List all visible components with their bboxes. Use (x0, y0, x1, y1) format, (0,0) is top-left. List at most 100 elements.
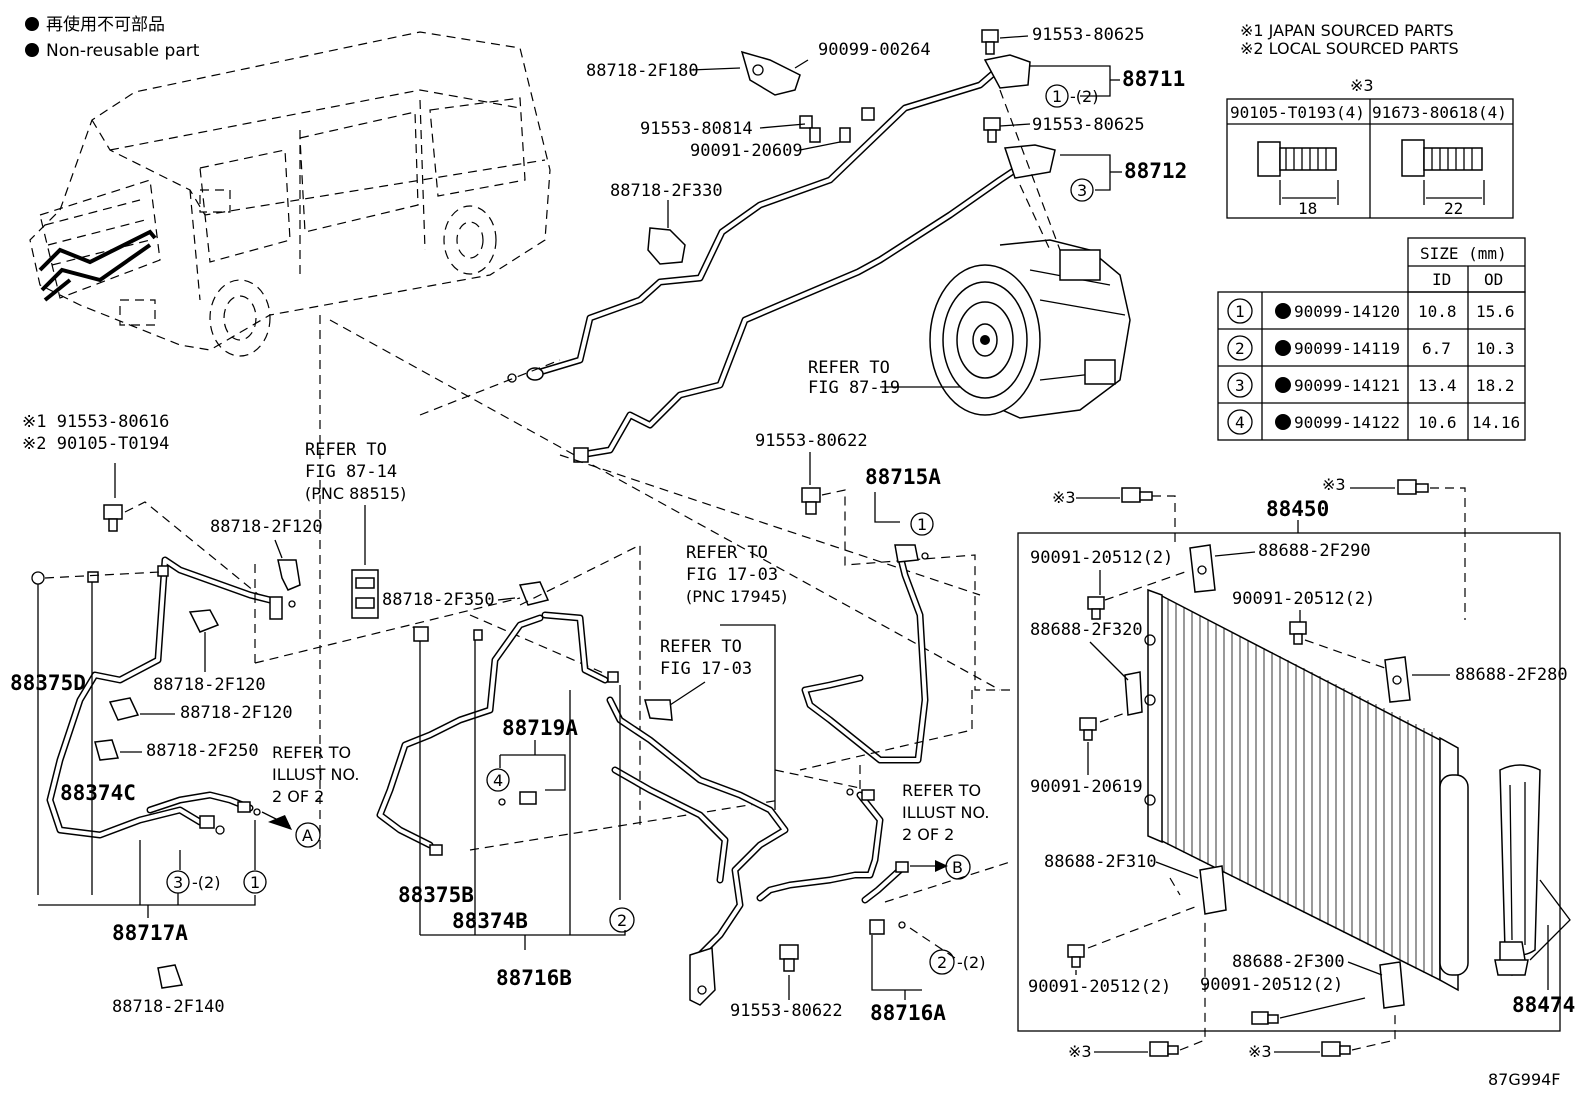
refer-17-03-a-line3: (PNC 17945) (686, 587, 787, 606)
non-reusable-dot-icon (25, 43, 39, 57)
size-header: SIZE (mm) (1420, 244, 1507, 263)
row-part-number: 90099-14120 (1294, 302, 1400, 321)
oring-qty: -(2) (192, 873, 220, 892)
label-88715A: 88715A (865, 465, 941, 489)
refer-17-03-a-line2: FIG 17-03 (686, 565, 778, 585)
bracket-icon (1384, 656, 1411, 703)
label-90105-T0194: ※2 90105-T0194 (22, 434, 169, 454)
row-id: 10.8 (1418, 302, 1457, 321)
bolt-flange-icon (1401, 139, 1483, 177)
van-ac-line (40, 243, 152, 292)
bolt-header-2: 91673-80618(4) (1372, 103, 1507, 122)
non-reusable-dot-icon (25, 17, 39, 31)
label-88718-2F120-a: 88718-2F120 (210, 517, 323, 537)
van-ac-line (38, 229, 157, 272)
refer-17-03-b-line1: REFER TO (660, 637, 742, 657)
expansion-valve-icon (351, 569, 379, 619)
refer-label: REFER TO FIG 87-19 (808, 358, 960, 398)
refer-illust-b-line3: 2 OF 2 (902, 825, 954, 844)
van-illustration (29, 31, 551, 357)
label-91553-80622-b: 91553-80622 (730, 1001, 843, 1021)
label-88688-2F280: 88688-2F280 (1455, 665, 1568, 685)
note-japan-sourced: ※1 JAPAN SOURCED PARTS (1240, 21, 1454, 40)
bolt-length-2: 22 (1444, 199, 1463, 218)
refer-87-14-line1: REFER TO (305, 440, 387, 460)
refer-illust-a-line2: ILLUST NO. (272, 765, 359, 784)
oring-qty: -(2) (957, 953, 985, 972)
oring-callouts: 3 -(2) 1 (166, 820, 267, 894)
clamp-icon (157, 964, 184, 989)
label-88718-2F250: 88718-2F250 (146, 741, 259, 761)
clamp-icon (644, 699, 673, 721)
pipe-88716A (756, 791, 904, 904)
part-label: 90099-00264 (794, 40, 931, 69)
bracket-icon (689, 946, 716, 1006)
part-label: 90091-20619 (1030, 717, 1143, 797)
bolt-icon (1321, 1041, 1351, 1057)
refer-87-14-line2: FIG 87-14 (305, 462, 397, 482)
part-label: 88711 1 -(2) (1030, 65, 1185, 108)
bolt-icon (799, 107, 875, 143)
refer-87-14-line3: (PNC 88515) (305, 484, 406, 503)
oring-callout-3: 3 (1077, 181, 1087, 200)
label-88688-2F310: 88688-2F310 (1044, 852, 1157, 872)
part-label: 90091-20512(2) (1232, 589, 1375, 645)
label-88719A: 88719A (502, 716, 578, 740)
row-id: 10.6 (1418, 413, 1457, 432)
row-part-number: 90099-14121 (1294, 376, 1400, 395)
clamp-icon (108, 697, 140, 721)
illustration-code: 87G994F (1488, 1070, 1561, 1089)
non-reusable-dot-icon (1275, 303, 1291, 319)
row-od: 14.16 (1472, 413, 1520, 432)
bolt-table: 90105-T0193(4) 91673-80618(4) 18 22 (1226, 98, 1514, 219)
legend-line-japanese: 再使用不可部品 (46, 14, 165, 35)
row-part-number: 90099-14122 (1294, 413, 1400, 432)
label-88474: 88474 (1512, 993, 1575, 1017)
label-88688-2F290: 88688-2F290 (1258, 541, 1371, 561)
fitting-icon (199, 801, 261, 835)
oring-callouts: 2 (609, 907, 635, 933)
part-label: 88688-2F320 (1030, 620, 1143, 681)
label-91553-80814: 91553-80814 (640, 119, 753, 139)
refer-label: REFER TO FIG 87-14 (PNC 88515) (305, 440, 406, 565)
bolt-header-1: 90105-T0193(4) (1230, 103, 1365, 122)
part-label: 88718-2F120 (153, 632, 266, 695)
circle-b: B (952, 858, 963, 877)
label-88718-2F120-c: 88718-2F120 (180, 703, 293, 723)
part-label: 90091-20512(2) (1030, 548, 1173, 620)
liquid-pipe-88716B (606, 696, 789, 959)
label-90091-20609: 90091-20609 (690, 141, 803, 161)
oring-callout-1: 1 (917, 515, 927, 534)
oring-qty: -(2) (1070, 87, 1098, 106)
label-88716B: 88716B (496, 966, 572, 990)
label-88374C: 88374C (60, 781, 136, 805)
part-label: 88688-2F300 (1232, 952, 1383, 976)
non-reusable-dot-icon (1275, 414, 1291, 430)
oring-callout-4: 4 (493, 771, 503, 790)
row-id: 6.7 (1422, 339, 1451, 358)
label-90091-20512-b: 90091-20512(2) (1232, 589, 1375, 609)
label-88718-2F120-b: 88718-2F120 (153, 675, 266, 695)
label-88718-2F180: 88718-2F180 (586, 61, 699, 81)
part-label: 88688-2F280 (1412, 665, 1568, 685)
part-label: 88712 3 (1060, 154, 1187, 202)
row-number: 3 (1235, 376, 1245, 395)
row-od: 15.6 (1476, 302, 1515, 321)
oring-row: 2 90099-14119 6.7 10.3 (1227, 335, 1515, 361)
ref3-label: ※3 (1322, 475, 1346, 494)
oring-callout-1: 1 (250, 873, 260, 892)
oring-row: 1 90099-14120 10.8 15.6 (1227, 298, 1515, 324)
circle-a: A (302, 826, 313, 845)
part-label: 90091-20512(2) (1028, 944, 1171, 997)
clamp-icon (94, 739, 120, 761)
legend-line-english: Non-reusable part (46, 41, 200, 61)
clamp-icon (188, 609, 220, 633)
ac-compressor (929, 239, 1131, 419)
refer-label: REFER TO FIG 17-03 (PNC 17945) (686, 543, 787, 810)
part-label: 88718-2F350 (382, 581, 550, 610)
bolt-icon (981, 29, 999, 55)
legend: 再使用不可部品 Non-reusable part (25, 14, 200, 61)
oring-callout-2: 2 (937, 953, 947, 972)
suction-hose-88712 (573, 144, 1056, 463)
